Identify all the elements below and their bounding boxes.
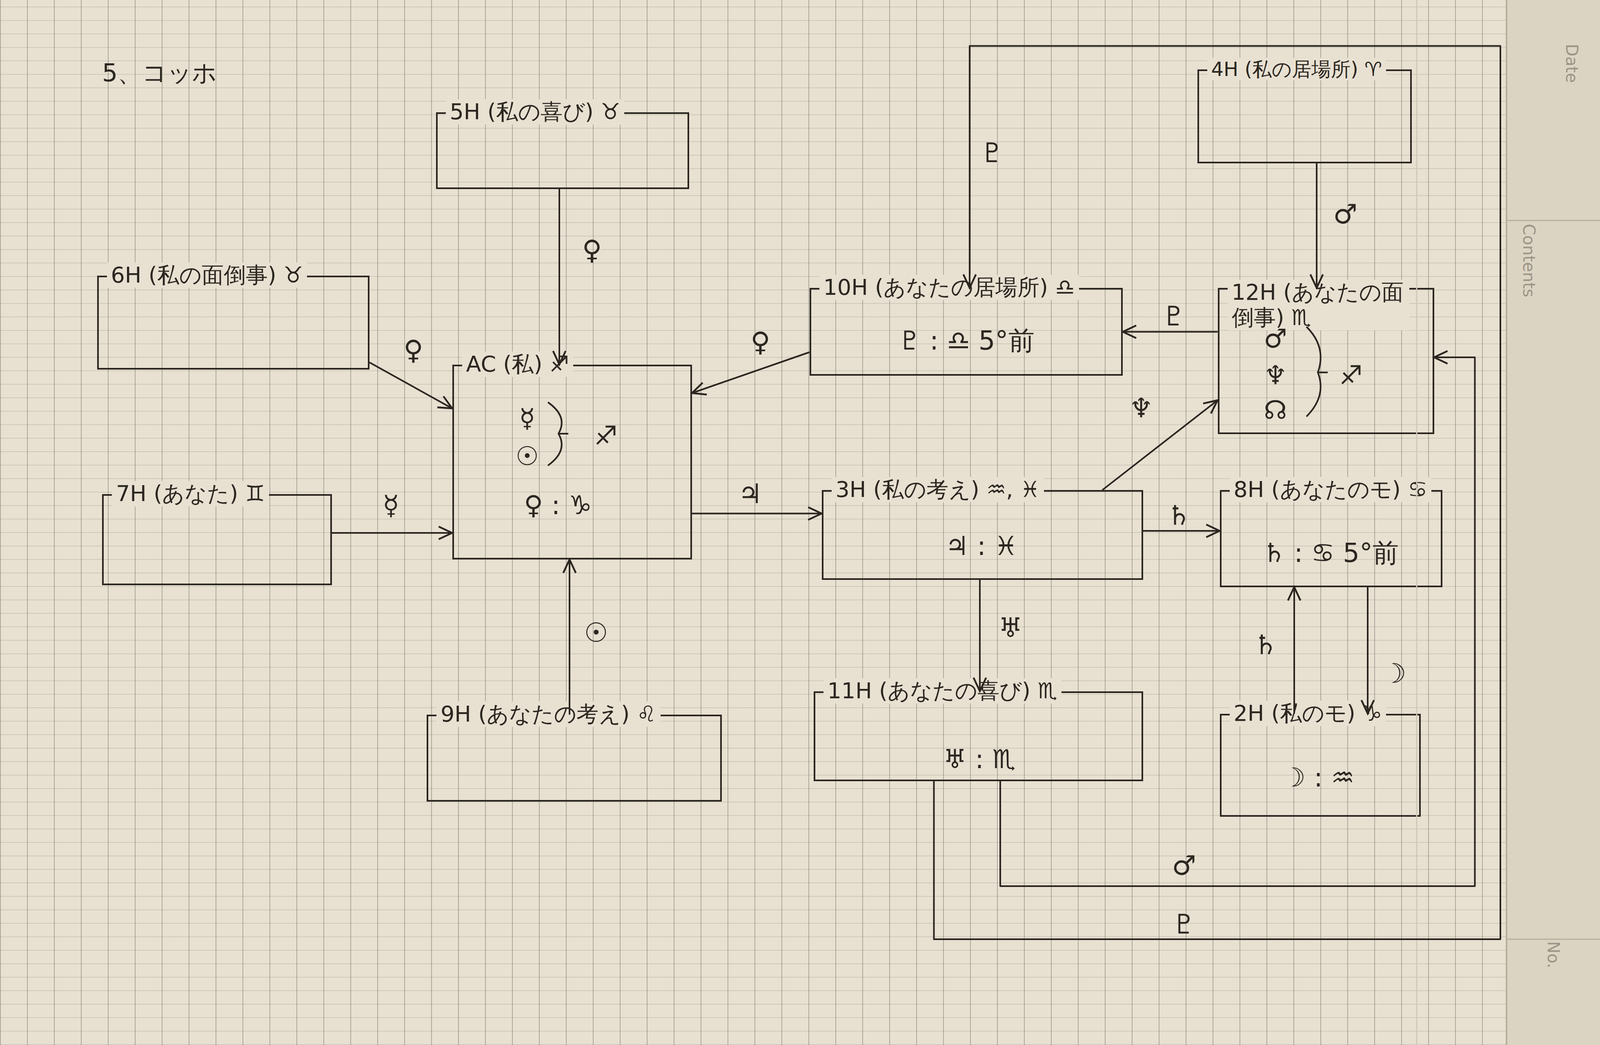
- ruler-label: ♄: [1166, 500, 1191, 531]
- house-heading: 8H (あなたのモ) ♋: [1229, 476, 1432, 503]
- house-heading: 11H (あなたの喜び) ♏: [823, 677, 1062, 704]
- planet-symbol: ☉: [515, 441, 539, 470]
- bracket: [1306, 326, 1321, 417]
- planet-symbol: ♇ : ♎ 5°前: [897, 326, 1035, 355]
- ruler-label: ♇: [979, 138, 1004, 169]
- notebook-print: No.: [1544, 940, 1563, 968]
- ruler-arrow: [692, 352, 810, 394]
- notebook-print: Date: [1562, 43, 1582, 83]
- house-box: 8H (あなたのモ) ♋♄ : ♋ 5°前: [1219, 489, 1443, 588]
- ruler-label: ☽: [1381, 658, 1407, 689]
- planet-symbol: ☽ : ♒: [1282, 763, 1355, 792]
- ruler-arrow: [558, 189, 561, 365]
- planet-symbol: ☿: [519, 403, 536, 433]
- ruler-label: ☿: [382, 490, 400, 521]
- house-box: 4H (私の居場所) ♈: [1197, 69, 1412, 164]
- ruler-label: ♂: [1332, 199, 1358, 230]
- ruler-arrow: [1315, 163, 1318, 288]
- house-heading: 2H (私のモ) ♑: [1229, 700, 1387, 726]
- house-box: 11H (あなたの喜び) ♏♅ : ♏: [813, 691, 1144, 782]
- ruler-arrow: [1102, 400, 1218, 490]
- notebook-print: Contents: [1519, 223, 1539, 298]
- ruler-label: ♀: [582, 235, 602, 265]
- planet-symbol: ☊: [1263, 395, 1288, 425]
- ruler-arrow: [369, 362, 453, 409]
- house-box: AC (私) ♐☿☉♐♀ : ♑: [452, 364, 693, 560]
- house-heading: 9H (あなたの考え) ♌: [436, 701, 661, 727]
- planet-symbol: ♀ : ♑: [523, 490, 592, 519]
- ruler-arrow: [692, 512, 822, 515]
- house-box: 9H (あなたの考え) ♌: [426, 714, 722, 802]
- bracket: [547, 402, 562, 466]
- chart-title: 5、コッホ: [102, 59, 217, 87]
- ruler-label: ♂: [1171, 850, 1196, 881]
- house-heading: 12H (あなたの面倒事) ♏: [1227, 279, 1410, 331]
- ruler-label: ♇: [1161, 301, 1186, 332]
- tab-divider: [1505, 220, 1600, 940]
- ruler-label: ♀: [403, 335, 423, 365]
- house-heading: AC (私) ♐: [462, 351, 574, 377]
- ruler-arrow: [1000, 357, 1476, 886]
- ruler-label: ♃: [738, 479, 763, 510]
- planet-symbol: ♐: [594, 420, 618, 450]
- ruler-label: ♀: [750, 327, 770, 357]
- ruler-arrow: [568, 559, 571, 715]
- ruler-arrow: [331, 531, 453, 534]
- house-box: 10H (あなたの居場所) ♎♇ : ♎ 5°前: [809, 287, 1124, 376]
- house-box: 12H (あなたの面倒事) ♏♂♆☊♐: [1217, 287, 1435, 434]
- ruler-arrow: [979, 579, 981, 692]
- house-box: 6H (私の面倒事) ♉: [97, 275, 370, 370]
- planet-symbol: ♐: [1339, 360, 1363, 390]
- ruler-label: ♄: [1253, 630, 1278, 661]
- ruler-label: ♅: [998, 612, 1023, 643]
- planet-symbol: ♂: [1263, 324, 1287, 353]
- house-heading: 5H (私の喜び) ♉: [445, 99, 625, 125]
- planet-symbol: ♆: [1263, 360, 1287, 390]
- house-heading: 4H (私の居場所) ♈: [1207, 57, 1387, 81]
- bracket-tick: [1317, 371, 1328, 374]
- grid-paper: [0, 0, 1506, 1045]
- page-edge: [1416, 0, 1418, 1045]
- planet-symbol: ♅ : ♏: [943, 744, 1016, 774]
- ruler-arrow: [1293, 587, 1296, 714]
- house-box: 2H (私のモ) ♑☽ : ♒: [1219, 713, 1422, 817]
- page-margin: [1505, 0, 1600, 1045]
- bracket-tick: [558, 432, 569, 435]
- house-heading: 10H (あなたの居場所) ♎: [819, 274, 1080, 301]
- ruler-arrow: [934, 46, 1501, 940]
- planet-symbol: ♃ : ♓: [945, 531, 1018, 560]
- house-box: 7H (あなた) ♊: [102, 494, 332, 586]
- line-label: ♇: [1171, 907, 1196, 940]
- house-heading: 6H (私の面倒事) ♉: [106, 262, 308, 288]
- ruler-label: ☉: [583, 618, 608, 648]
- ruler-arrow: [1366, 587, 1369, 714]
- planet-symbol: ♄ : ♋ 5°前: [1262, 538, 1399, 568]
- ruler-label: ♆: [1128, 393, 1153, 424]
- house-heading: 3H (私の考え) ♒, ♓: [831, 476, 1045, 503]
- house-box: 3H (私の考え) ♒, ♓♃ : ♓: [821, 489, 1144, 580]
- house-heading: 7H (あなた) ♊: [111, 480, 270, 507]
- house-box: 5H (私の喜び) ♉: [436, 112, 690, 190]
